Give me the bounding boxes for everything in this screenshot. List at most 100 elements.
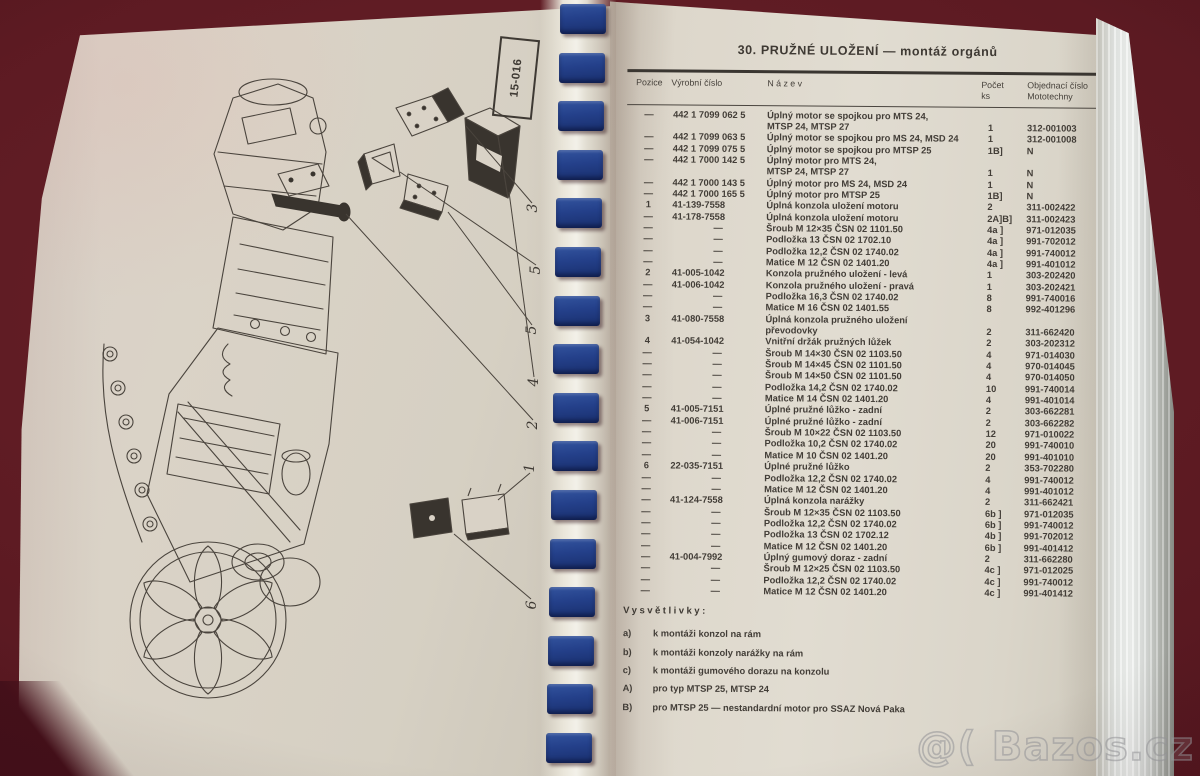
table-cell: 4b ] (984, 531, 1002, 542)
table-cell: — (643, 188, 654, 199)
table-cell (671, 120, 767, 132)
binding-tooth (552, 392, 599, 423)
table-cell: — (640, 551, 651, 562)
table-cell (627, 120, 671, 132)
leader-lines (345, 125, 537, 600)
table-cell: 353-702280 (1024, 463, 1075, 474)
table-cell: — (642, 380, 652, 392)
table-cell: 991-401012 (1025, 259, 1076, 270)
table-cell: 971-012035 (1023, 508, 1074, 520)
table-cell: 2 (987, 202, 993, 213)
table-cell: — (711, 483, 721, 494)
table-cell: 303-202312 (1025, 338, 1075, 350)
binding-tooth (546, 684, 593, 715)
table-cell: 971-012035 (1026, 225, 1076, 236)
table-cell: 2A]B] (987, 213, 1013, 224)
table-cell: 22-035-7151 (670, 460, 724, 472)
legend-item-text: pro MTSP 25 — nestandardní motor pro SSA… (652, 702, 905, 715)
table-cell: 991-401010 (1024, 452, 1075, 463)
table-cell: — (711, 529, 721, 540)
table-cell (979, 316, 1025, 328)
table-cell: 6b ] (984, 519, 1002, 530)
table-cell: — (641, 505, 651, 516)
legend-item-label: b) (622, 646, 632, 657)
table-cell: 2 (986, 338, 992, 349)
table-cell: 41-124-7558 (670, 494, 723, 506)
table-cell: — (641, 494, 651, 505)
table-cell: 2 (985, 417, 991, 428)
table-cell: — (712, 302, 723, 313)
table-cell: 442 1 7099 075 5 (672, 143, 746, 154)
table-cell (669, 324, 765, 336)
table-cell: 991-740016 (1025, 293, 1076, 304)
binding-tooth (551, 441, 598, 472)
table-cell: 41-004-7992 (669, 551, 723, 562)
table-cell (1025, 316, 1103, 328)
binding-tooth (550, 490, 597, 520)
table-cell: 1B] (987, 145, 1003, 156)
figure-label-text: 15-016 (508, 58, 524, 98)
table-cell: 970-014045 (1025, 361, 1075, 372)
table-cell: 311-662420 (1025, 327, 1075, 338)
table-cell: 1 (986, 270, 993, 281)
table-cell: — (643, 278, 653, 289)
legend-item-label: a) (622, 628, 632, 639)
table-cell: N (1026, 179, 1034, 190)
legend-item-label: B) (622, 701, 633, 713)
table-cell: 303-662281 (1024, 406, 1075, 418)
table-cell: 991-740012 (1023, 520, 1074, 531)
header-nazev: N á z e v (767, 77, 803, 88)
legend-heading: Vysvětlivky: (623, 605, 708, 618)
table-cell: — (641, 517, 651, 528)
callout-number: 4 (526, 378, 542, 388)
table-cell: — (644, 154, 654, 165)
binding-tooth (546, 733, 592, 763)
table-cell: 4 (986, 361, 992, 372)
table-cell: — (642, 301, 653, 312)
table-cell: — (643, 233, 653, 244)
table-cell: — (712, 381, 722, 392)
table-cell: — (711, 426, 722, 437)
figure-label: 15-016 (491, 36, 541, 120)
table-cell: 2 (645, 267, 651, 278)
table-cell: 442 1 7000 142 5 (672, 154, 746, 165)
binding-teeth (540, 0, 616, 776)
table-cell: 442 1 7099 063 5 (672, 131, 746, 143)
table-cell: 971-014030 (1025, 349, 1075, 361)
callout-number: 3 (525, 203, 541, 212)
table-cell: 41-080-7558 (671, 313, 725, 324)
table-cell: 4a ] (986, 258, 1004, 270)
binding-tooth (560, 4, 606, 34)
table-cell: 4 (986, 372, 992, 383)
table-cell: — (713, 245, 723, 256)
table-cell: — (640, 585, 651, 596)
table-cell: 4a ] (987, 224, 1004, 236)
table-cell: 41-139-7558 (672, 199, 726, 211)
binding-tooth (547, 635, 594, 666)
table-cell: 1 (987, 134, 994, 145)
table-cell: 2 (985, 406, 991, 417)
table-cell: 991-740012 (1024, 474, 1074, 486)
table-cell: — (642, 392, 652, 403)
table-cell: 991-740014 (1024, 383, 1075, 395)
table-header: Pozice Výrobní číslo N á z e v Počet ks … (627, 77, 1107, 106)
watermark: @( Bazos.cz (916, 723, 1194, 771)
callout-number: 1 (522, 464, 538, 473)
legend-item-label: c) (622, 665, 632, 676)
legend-item-label: A) (622, 683, 633, 694)
table-cell: 1B] (987, 190, 1003, 201)
table-cell: 442 1 7099 062 5 (673, 108, 746, 120)
table-cell: 4c ] (984, 587, 1001, 598)
table-cell: 991-401012 (1024, 486, 1074, 497)
table-cell: 41-005-7151 (670, 403, 724, 415)
table-cell: — (641, 528, 651, 539)
dark-lever (271, 171, 351, 222)
engine-diagram: 3 5 5 4 2 1 6 (102, 78, 544, 699)
table-cell: 20 (985, 451, 996, 462)
table-cell: 4 (985, 395, 992, 406)
table-cell: — (712, 392, 722, 403)
binding-tooth (554, 295, 601, 326)
table-cell: 41-178-7558 (672, 211, 726, 222)
